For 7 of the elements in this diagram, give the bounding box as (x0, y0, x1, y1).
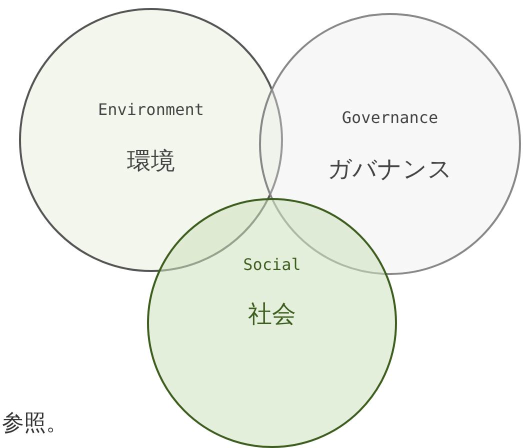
circle-title: Environment (98, 100, 204, 119)
circle-subtitle: ガバナンス (328, 154, 452, 185)
circle-title: Governance (342, 108, 438, 127)
circle-subtitle: 社会 (248, 299, 296, 330)
circle-title: Social (243, 255, 301, 274)
note-text: 参照。 (2, 410, 68, 438)
circle-subtitle: 環境 (127, 146, 175, 177)
